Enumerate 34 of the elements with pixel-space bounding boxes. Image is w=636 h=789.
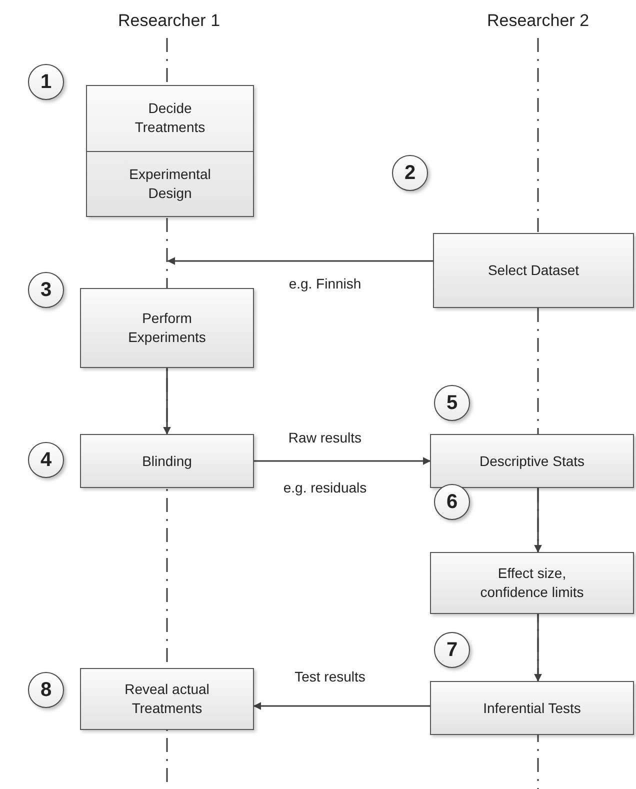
step-number: 4 [28, 442, 64, 478]
arrow [167, 257, 433, 265]
box-label: Inferential Tests [483, 698, 581, 718]
box-label: Descriptive Stats [479, 452, 585, 470]
lane-header: Researcher 1 [117, 10, 221, 32]
arrow [253, 702, 430, 710]
step-number: 7 [434, 632, 470, 668]
process-box [80, 434, 254, 488]
box-label: Blinding [142, 452, 192, 470]
arrow [254, 457, 431, 465]
process-box [430, 434, 634, 488]
step-number: 5 [434, 385, 470, 421]
box-label: Perform Experiments [127, 309, 207, 347]
lifeline [166, 218, 168, 288]
process-box [430, 552, 634, 614]
box-label: Reveal actual Treatments [124, 680, 210, 718]
step-number: 2 [392, 155, 428, 191]
arrow [163, 368, 171, 435]
box-label: Experimental Design [128, 164, 212, 203]
box-label: Effect size, confidence limits [479, 564, 585, 602]
step-number: 8 [28, 672, 64, 708]
step-number: 1 [28, 64, 64, 100]
process-box [80, 668, 254, 730]
process-box [430, 681, 634, 735]
process-box [433, 233, 634, 308]
lane-header: Researcher 2 [486, 10, 590, 32]
box-label: Decide Treatments [134, 99, 206, 138]
arrow [534, 614, 542, 682]
step-number: 6 [434, 484, 470, 520]
box-label: Select Dataset [488, 261, 580, 280]
arrow [534, 488, 542, 553]
process-box [80, 288, 254, 368]
process-box [86, 85, 254, 217]
step-number: 3 [28, 272, 64, 308]
